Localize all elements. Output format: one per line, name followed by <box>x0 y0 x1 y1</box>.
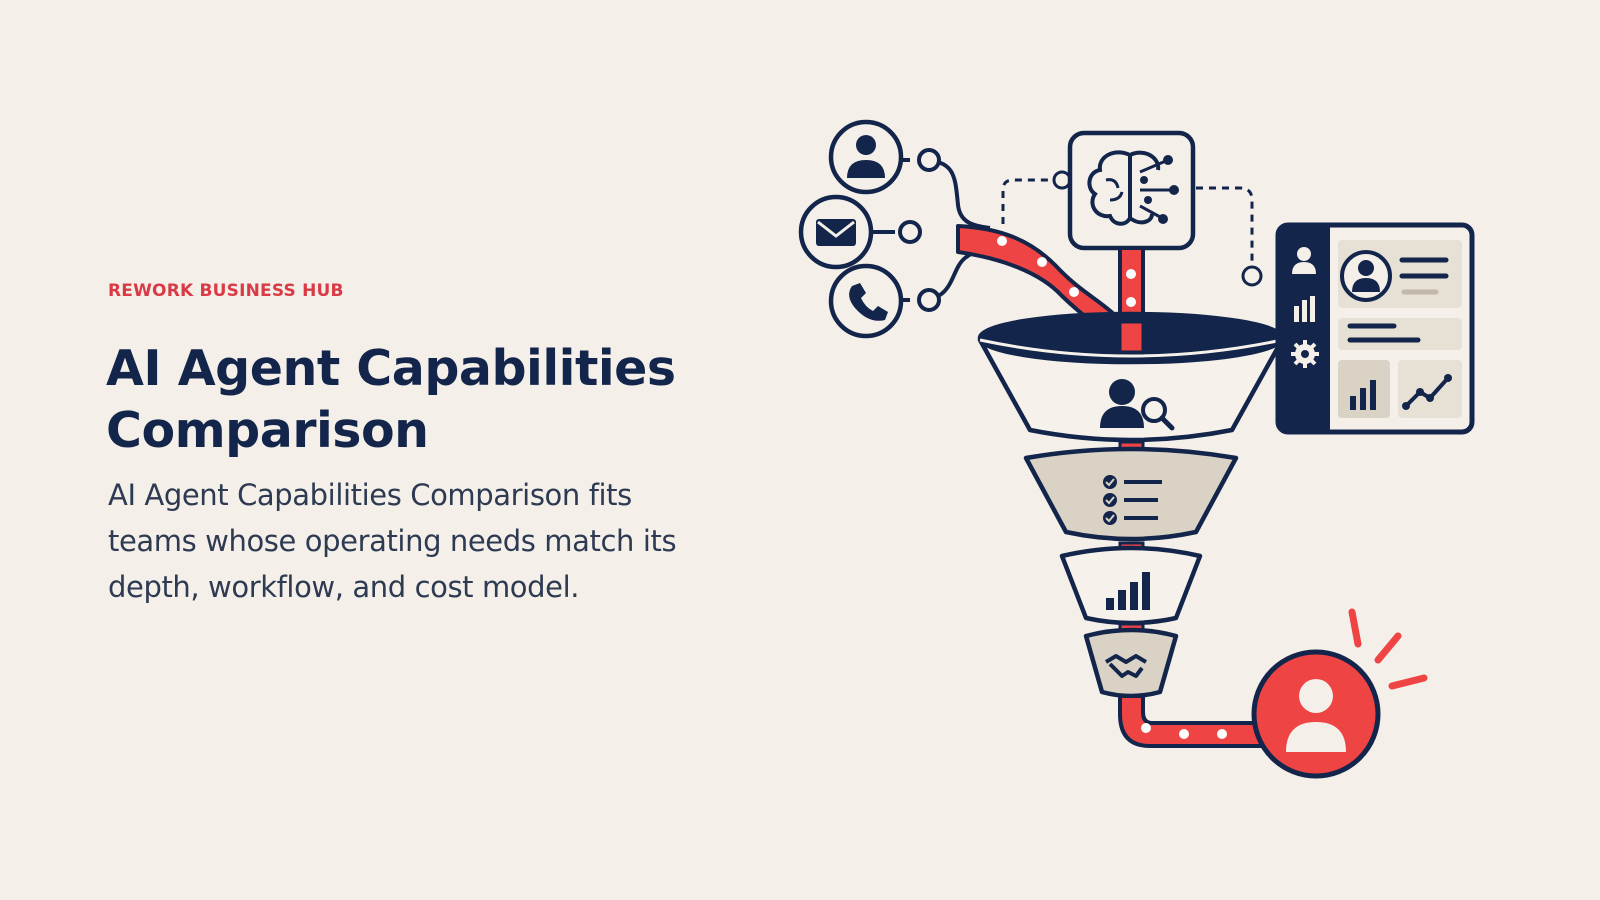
line-chart-icon <box>1402 374 1452 410</box>
checklist-icon <box>1103 475 1162 525</box>
gear-icon <box>1291 340 1319 368</box>
dashed-links <box>1001 178 1254 264</box>
funnel-stage-1 <box>977 311 1285 443</box>
page-description: AI Agent Capabilities Comparison fits te… <box>108 478 677 604</box>
funnel-stage-4 <box>1083 627 1179 699</box>
sidebar-chart-icon <box>1294 296 1315 322</box>
output-pipe <box>1118 694 1264 748</box>
brain-node <box>1067 130 1196 251</box>
bar-chart-icon <box>1106 572 1150 610</box>
funnel-stage-3 <box>1059 545 1203 626</box>
brand-eyebrow: REWORK BUSINESS HUB <box>108 281 344 301</box>
phone-channel-icon <box>828 263 904 339</box>
user-channel-icon <box>828 119 904 195</box>
link-node <box>1241 265 1263 287</box>
profile-icon <box>1340 250 1392 302</box>
page-title: AI Agent Capabilities Comparison <box>106 340 676 459</box>
crm-dashboard <box>1275 222 1475 435</box>
link-node <box>1052 170 1072 190</box>
customer-icon <box>1251 608 1428 779</box>
funnel-stage-2 <box>1023 446 1239 542</box>
highlight-rays <box>1348 608 1428 690</box>
mail-channel-icon <box>798 194 874 270</box>
handshake-icon <box>1104 654 1148 678</box>
dashboard-bar-chart-icon <box>1350 380 1376 410</box>
sidebar-user-icon <box>1292 247 1316 274</box>
search-user-icon <box>1100 379 1175 431</box>
channel-connector-dots <box>898 148 941 312</box>
